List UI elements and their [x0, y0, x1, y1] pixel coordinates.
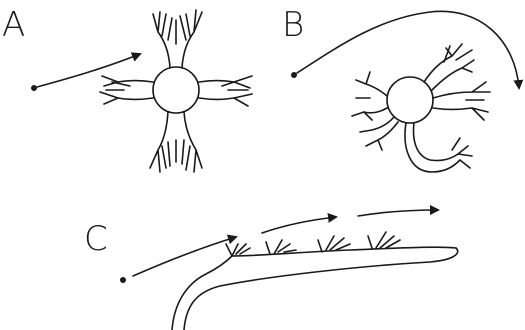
- panel-a-cell: [100, 10, 252, 172]
- panel-c-filopodia-2: [266, 240, 296, 254]
- panel-c-process-lower-edge: [184, 248, 458, 330]
- panel-a: [31, 10, 252, 172]
- panel-c-process-upper-edge: [172, 247, 456, 330]
- panel-a-bottom-process: [150, 112, 202, 172]
- panel-a-arrow: [37, 54, 140, 87]
- panel-b-left-process: [352, 72, 387, 120]
- panel-c-arrow-1: [133, 237, 236, 276]
- panel-c-filopodia-1: [226, 244, 250, 256]
- panel-b-upper-right-process: [424, 44, 474, 90]
- panel-a-right-process: [199, 76, 252, 106]
- panel-b-origin-dot: [291, 72, 297, 78]
- panel-b-cell: [352, 44, 490, 172]
- panel-a-left-process: [100, 76, 153, 104]
- panel-b-right-process: [433, 82, 490, 120]
- panel-c-elongated-process: [172, 232, 458, 330]
- panel-b-cell-body: [387, 77, 433, 123]
- panel-b-lower-left-process: [360, 117, 398, 150]
- panel-b: [291, 11, 519, 172]
- panel-b-lower-process: [405, 123, 472, 172]
- panel-c-origin-dot: [120, 277, 126, 283]
- panel-c-arrow-3: [358, 210, 438, 216]
- panel-a-cell-body: [153, 67, 199, 113]
- panel-c-arrow-2: [262, 217, 336, 233]
- panel-c: [120, 210, 458, 330]
- panel-a-top-process: [153, 10, 202, 68]
- panel-a-origin-dot: [31, 85, 37, 91]
- panel-c-filopodia-4: [368, 232, 400, 248]
